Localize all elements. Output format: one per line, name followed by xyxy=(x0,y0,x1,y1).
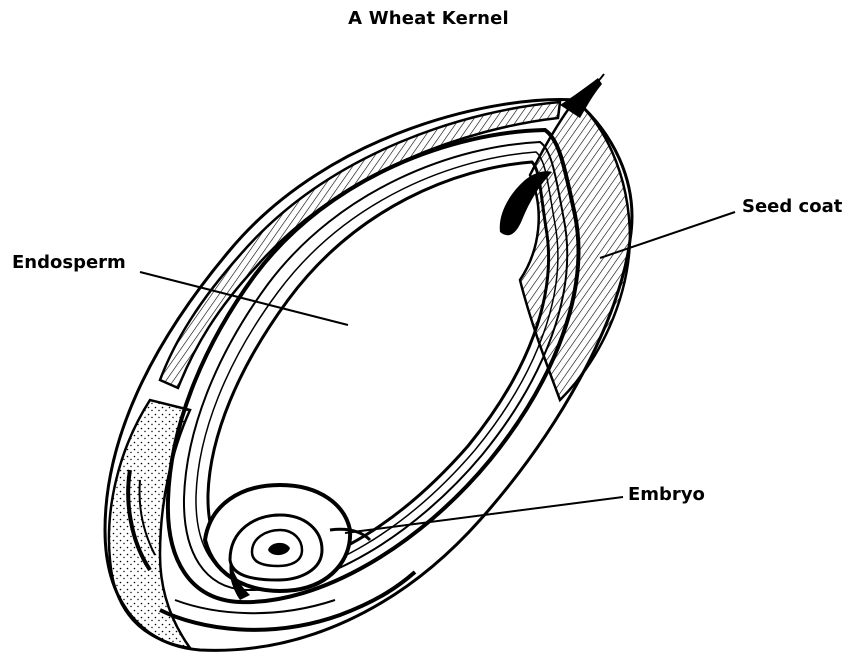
embryo-leader xyxy=(345,497,623,533)
embryo-shape xyxy=(205,485,370,600)
embryo-label: Embryo xyxy=(628,484,705,505)
endosperm-label: Endosperm xyxy=(12,252,126,273)
seed-coat-label: Seed coat xyxy=(742,196,842,217)
